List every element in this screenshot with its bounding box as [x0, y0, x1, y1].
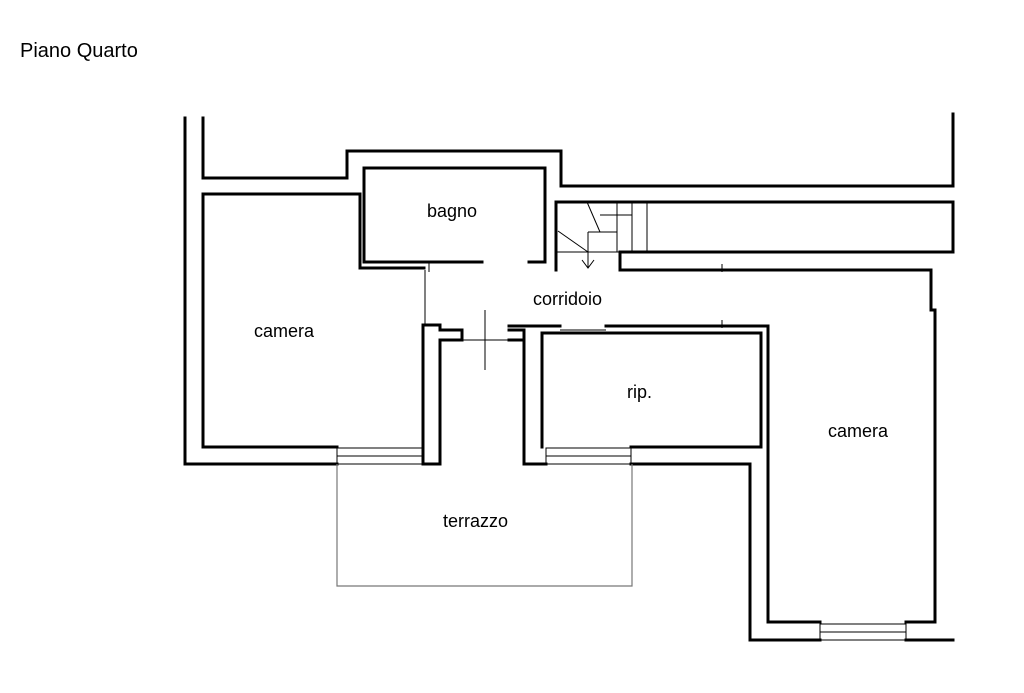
corridor-walls: [421, 270, 770, 466]
exterior-walls: [183, 112, 955, 642]
bagno-walls: [362, 166, 547, 272]
room-label-camera-left: camera: [254, 321, 315, 341]
room-labels: bagno corridoio camera rip. camera terra…: [254, 201, 889, 531]
rip-walls: [540, 329, 763, 449]
room-label-ripostiglio: rip.: [627, 382, 652, 402]
room-label-terrazzo: terrazzo: [443, 511, 508, 531]
room-label-corridoio: corridoio: [533, 289, 602, 309]
terrazzo-outline: [336, 464, 633, 587]
windows: [336, 447, 907, 641]
page-title: Piano Quarto: [20, 40, 138, 62]
stair-block: [554, 200, 955, 272]
room-label-bagno: bagno: [427, 201, 477, 221]
room-label-camera-right: camera: [828, 421, 889, 441]
